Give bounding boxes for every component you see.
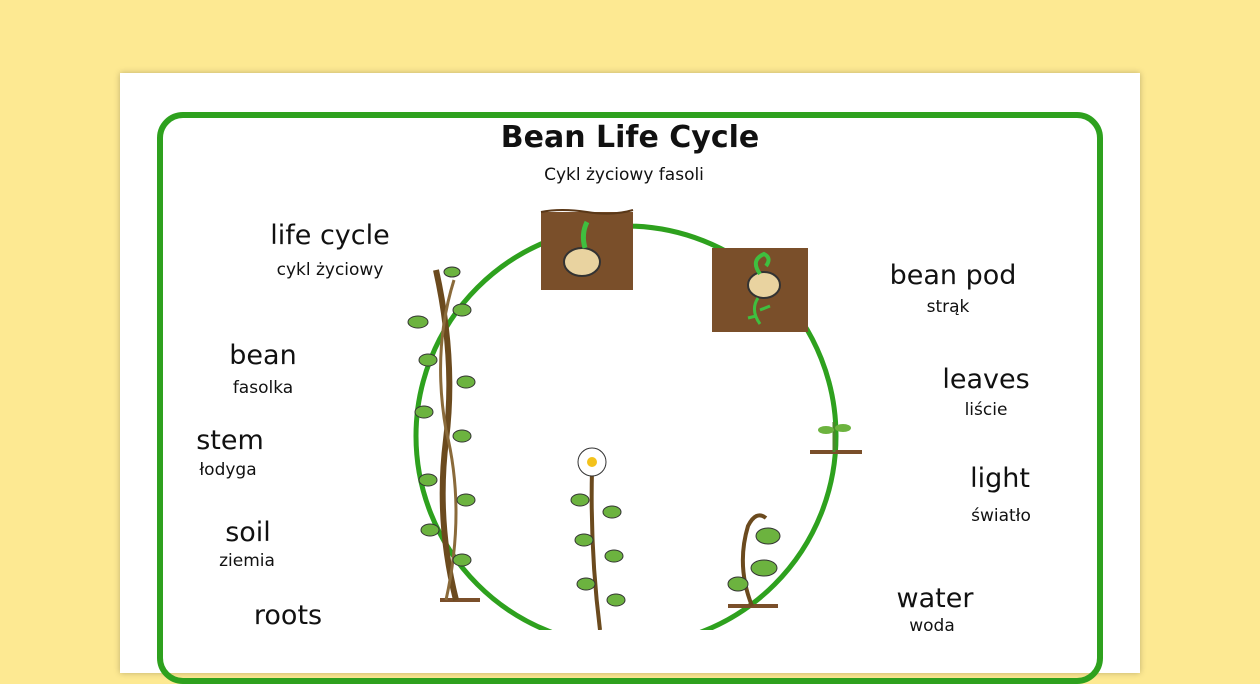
worksheet-page <box>120 73 1140 673</box>
translation-bean: fasolka <box>232 378 294 398</box>
word-light: light <box>970 463 1030 494</box>
flowering-plant-image <box>570 447 626 630</box>
translation-leaves: liście <box>964 400 1008 420</box>
bean-in-soil-image <box>540 209 634 290</box>
word-stem: stem <box>196 425 264 456</box>
life-cycle-illustration <box>407 209 862 630</box>
seedling-image <box>810 422 862 454</box>
word-bean: bean <box>229 340 297 371</box>
sprouting-bean-image <box>712 248 808 332</box>
young-plant-image <box>727 513 781 608</box>
word-leaves: leaves <box>942 364 1030 395</box>
word-water: water <box>896 583 974 614</box>
page-title: Bean Life Cycle <box>500 120 760 155</box>
translation-bean-pod: strąk <box>926 297 970 317</box>
page-subtitle: Cykl życiowy fasoli <box>544 165 704 185</box>
beanstalk-image <box>407 266 480 602</box>
word-roots: roots <box>253 600 323 631</box>
word-soil: soil <box>225 517 271 548</box>
translation-water: woda <box>909 616 955 636</box>
translation-stem: łodyga <box>199 460 257 480</box>
word-life-cycle: life cycle <box>270 220 390 251</box>
translation-life-cycle: cykl życiowy <box>276 260 384 280</box>
word-bean-pod: bean pod <box>889 260 1017 291</box>
translation-soil: ziemia <box>219 551 275 571</box>
translation-light: światło <box>971 506 1031 526</box>
